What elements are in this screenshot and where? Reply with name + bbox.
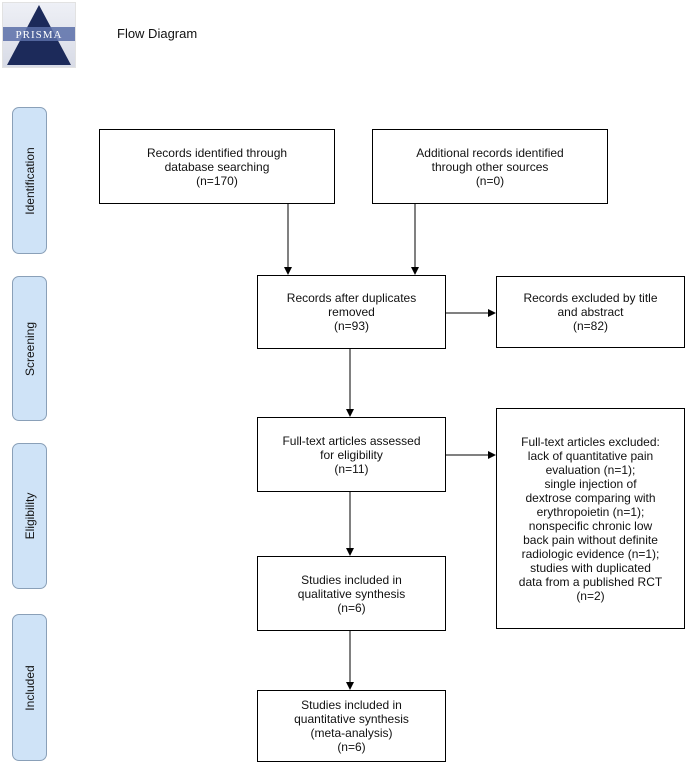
- box-fulltext-excluded: Full-text articles excluded: lack of qua…: [496, 408, 685, 629]
- box-after-duplicates: Records after duplicates removed (n=93): [257, 275, 446, 349]
- box-excluded-title-abstract: Records excluded by title and abstract (…: [496, 276, 685, 348]
- box-fulltext-assessed: Full-text articles assessed for eligibil…: [257, 417, 446, 492]
- page-title: Flow Diagram: [117, 26, 198, 41]
- stage-included: Included: [12, 614, 47, 761]
- stage-identification: Identification: [12, 107, 47, 254]
- logo-text: PRISMA: [16, 29, 63, 41]
- box-qualitative-synthesis: Studies included in qualitative synthesi…: [257, 556, 446, 631]
- box-quantitative-synthesis: Studies included in quantitative synthes…: [257, 690, 446, 762]
- stage-eligibility: Eligibility: [12, 443, 47, 589]
- prisma-logo: PRISMA: [2, 2, 76, 68]
- box-database-records: Records identified through database sear…: [99, 129, 335, 204]
- stage-screening: Screening: [12, 276, 47, 421]
- box-other-sources: Additional records identified through ot…: [372, 129, 608, 204]
